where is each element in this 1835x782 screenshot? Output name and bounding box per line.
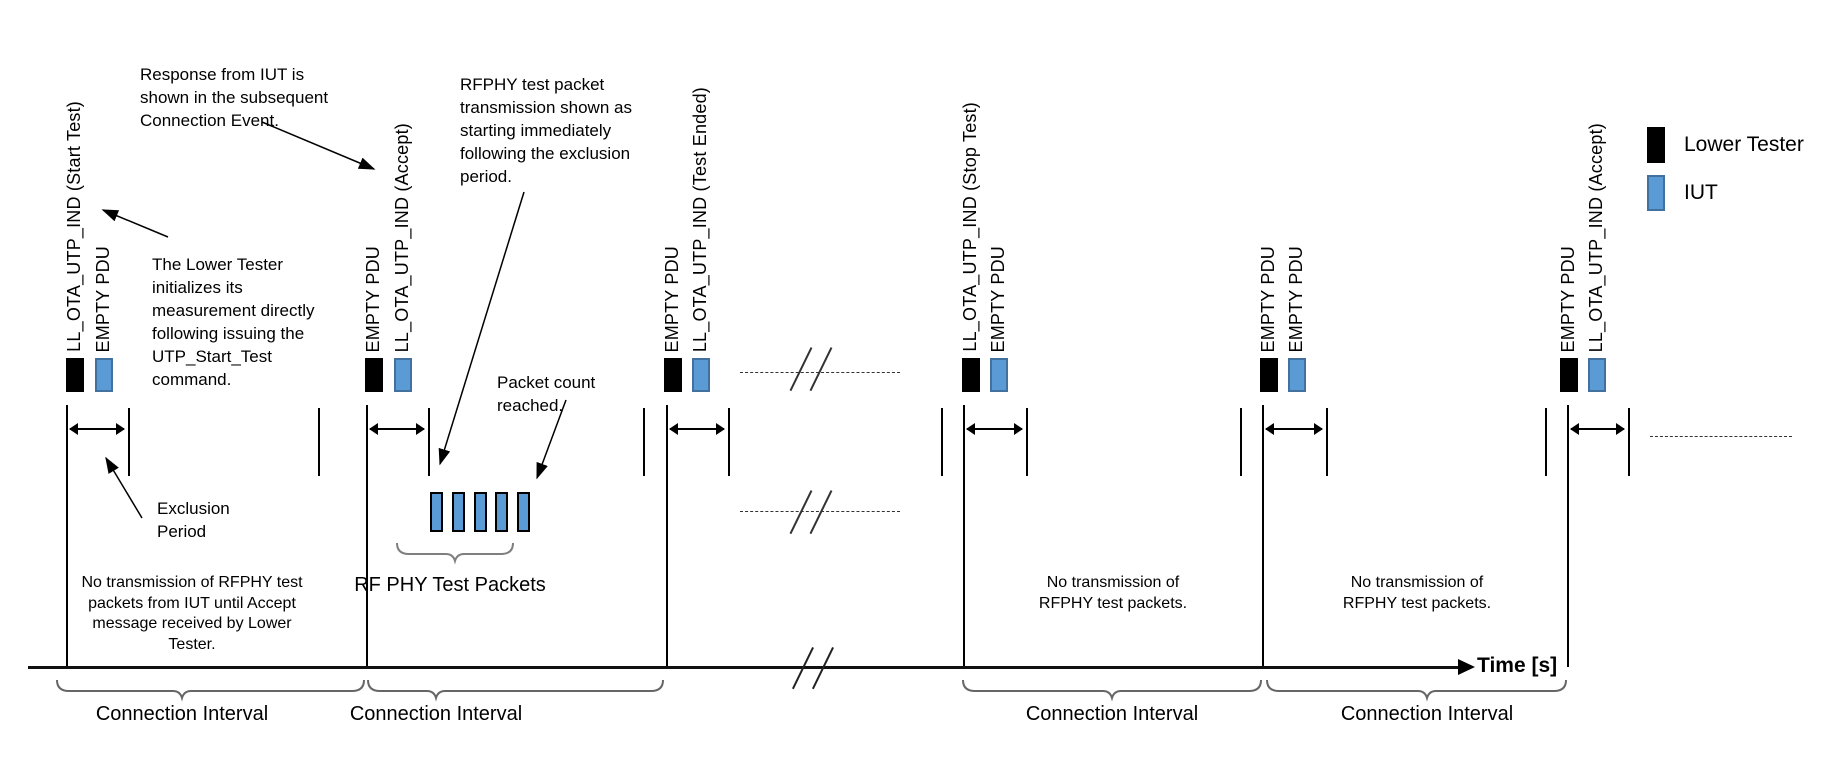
connection-interval-label: Connection Interval (1025, 703, 1199, 725)
exclusion-end-tick (1628, 408, 1630, 476)
exclusion-period-arrow (69, 423, 125, 435)
rf-phy-test-packets-label: RF PHY Test Packets (354, 574, 546, 596)
connection-interval-label: Connection Interval (349, 703, 523, 725)
iut-pdu (394, 358, 412, 392)
interval-brace (1266, 679, 1567, 702)
exclusion-end-tick (128, 408, 130, 476)
lower-tester-pdu (1260, 358, 1278, 392)
pre-event-tick (643, 408, 645, 476)
time-axis (28, 666, 1460, 669)
rfphy-start-arrow (438, 191, 525, 466)
break-slash-icon (809, 490, 832, 534)
interval-brace (962, 679, 1262, 702)
no-transmission-note: No transmission of RFPHY test packets. (1342, 574, 1492, 612)
iut-pdu (95, 358, 113, 392)
response-note: Response from IUT is shown in the subseq… (140, 65, 329, 130)
exclusion-period-arrow (1570, 423, 1625, 435)
legend-label-lower-tester: Lower Tester (1684, 133, 1804, 156)
pdu-label: EMPTY PDU (93, 245, 113, 353)
pdu-label: EMPTY PDU (988, 245, 1008, 353)
iut-pdu (1588, 358, 1606, 392)
iut-pdu (1288, 358, 1306, 392)
test-packet (452, 492, 465, 532)
iut-swatch (1647, 175, 1665, 211)
packet-count-note: Packet count reached. (497, 373, 596, 415)
pdu-label: EMPTY PDU (1286, 245, 1306, 353)
lower-tester-pdu (664, 358, 682, 392)
exclusion-end-tick (428, 408, 430, 476)
pdu-label: LL_OTA_UTP_IND (Stop Test) (960, 102, 980, 352)
exclusion-end-tick (1026, 408, 1028, 476)
test-packet (495, 492, 508, 532)
exclusion-period-arrow (966, 423, 1023, 435)
exclusion-period-arrow-pointer (105, 456, 143, 519)
lower-tester-pdu (365, 358, 383, 392)
connection-interval-label: Connection Interval (1340, 703, 1514, 725)
continuation-dashed-line (740, 372, 900, 373)
pdu-label: EMPTY PDU (1558, 245, 1578, 353)
lower-tester-swatch (1647, 127, 1665, 163)
lower-tester-init-note: The Lower Tester initializes its measure… (152, 255, 315, 389)
event-start-line (66, 405, 68, 667)
packet-brace (396, 542, 514, 565)
exclusion-period-arrow (669, 423, 725, 435)
interval-brace (56, 679, 365, 702)
no-transmission-note: No transmission of RFPHY test packets fr… (81, 574, 303, 653)
pdu-label: LL_OTA_UTP_IND (Accept) (1586, 122, 1606, 352)
break-slash-icon (809, 347, 832, 391)
exclusion-period-arrow (1265, 423, 1323, 435)
connection-interval-label: Connection Interval (95, 703, 269, 725)
pdu-label: LL_OTA_UTP_IND (Start Test) (64, 101, 84, 352)
rfphy-start-note: RFPHY test packet transmission shown as … (460, 75, 632, 186)
continuation-dashed-line (1650, 436, 1792, 437)
pre-event-tick (318, 408, 320, 476)
pre-event-tick (1240, 408, 1242, 476)
event-start-line (963, 405, 965, 667)
time-axis-label: Time [s] (1477, 654, 1558, 677)
exclusion-period-label: Exclusion Period (157, 499, 230, 541)
lower-tester-init-arrow (101, 209, 169, 238)
pdu-label: EMPTY PDU (363, 245, 383, 353)
pdu-label: EMPTY PDU (662, 245, 682, 353)
break-slash-icon (789, 347, 812, 391)
break-slash-icon (789, 490, 812, 534)
test-packet (517, 492, 530, 532)
lower-tester-pdu (962, 358, 980, 392)
pre-event-tick (1545, 408, 1547, 476)
event-start-line (366, 405, 368, 667)
no-transmission-note: No transmission of RFPHY test packets. (1038, 574, 1188, 612)
pdu-label: LL_OTA_UTP_IND (Accept) (392, 122, 412, 352)
exclusion-period-arrow (369, 423, 425, 435)
time-axis-arrowhead-icon (1458, 659, 1475, 675)
event-start-line (1567, 405, 1569, 667)
exclusion-end-tick (1326, 408, 1328, 476)
event-start-line (666, 405, 668, 667)
pdu-label: LL_OTA_UTP_IND (Test Ended) (690, 86, 710, 352)
iut-pdu (990, 358, 1008, 392)
pdu-label: EMPTY PDU (1258, 245, 1278, 353)
pre-event-tick (941, 408, 943, 476)
legend-label-iut: IUT (1684, 181, 1718, 204)
interval-brace (367, 679, 664, 702)
test-packet (430, 492, 443, 532)
test-packet (474, 492, 487, 532)
event-start-line (1262, 405, 1264, 667)
lower-tester-pdu (1560, 358, 1578, 392)
iut-pdu (692, 358, 710, 392)
lower-tester-pdu (66, 358, 84, 392)
exclusion-end-tick (728, 408, 730, 476)
